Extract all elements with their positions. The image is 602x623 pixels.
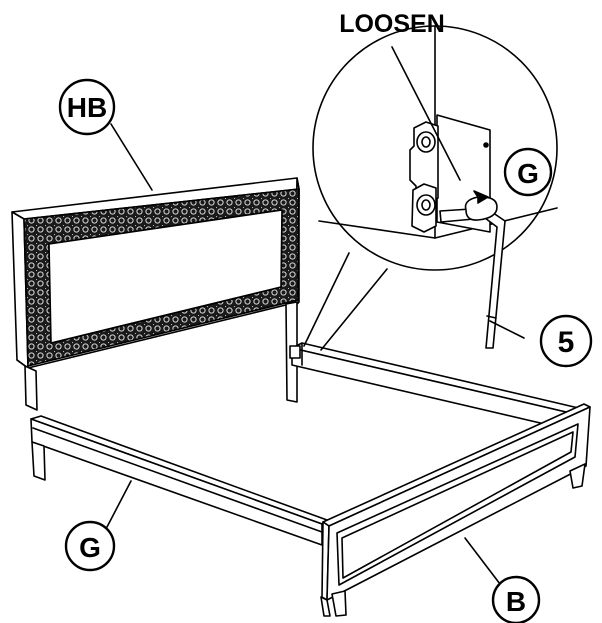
headboard bbox=[11, 177, 300, 411]
left-side-rail bbox=[30, 415, 328, 546]
callout-g-rail-label: G bbox=[79, 532, 101, 563]
left-rail-leader bbox=[106, 480, 132, 528]
callout-hb-circle bbox=[58, 78, 116, 136]
detail-magnifier bbox=[303, 25, 558, 351]
right-side-rail bbox=[289, 342, 588, 434]
callout-b-label: B bbox=[506, 586, 526, 617]
tool-leader bbox=[489, 320, 525, 339]
callout-g-detail-circle bbox=[503, 147, 553, 197]
callout-tool-label: 5 bbox=[558, 326, 575, 359]
callout-g-detail-label: G bbox=[517, 158, 539, 189]
step-title: LOOSEN bbox=[339, 10, 445, 38]
title-leader bbox=[391, 46, 461, 181]
callout-tool-circle bbox=[539, 314, 593, 368]
headboard-leader bbox=[110, 123, 153, 191]
callout-b-circle bbox=[491, 575, 541, 623]
footboard bbox=[320, 403, 591, 617]
callout-hb-label: HB bbox=[67, 92, 107, 123]
callout-g-rail-circle bbox=[64, 520, 116, 572]
footboard-leader bbox=[464, 537, 501, 585]
